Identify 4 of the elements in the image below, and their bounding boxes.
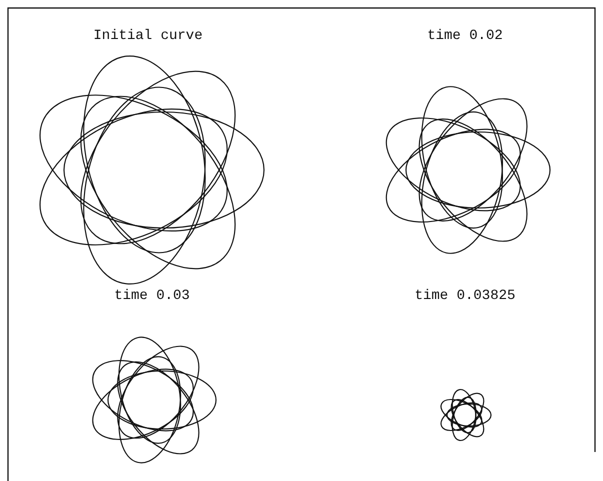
panel-title: time 0.02: [427, 28, 503, 44]
panel-title: time 0.03825: [414, 288, 516, 304]
panel-title: time 0.03: [114, 288, 190, 304]
panel-title: Initial curve: [93, 28, 203, 44]
